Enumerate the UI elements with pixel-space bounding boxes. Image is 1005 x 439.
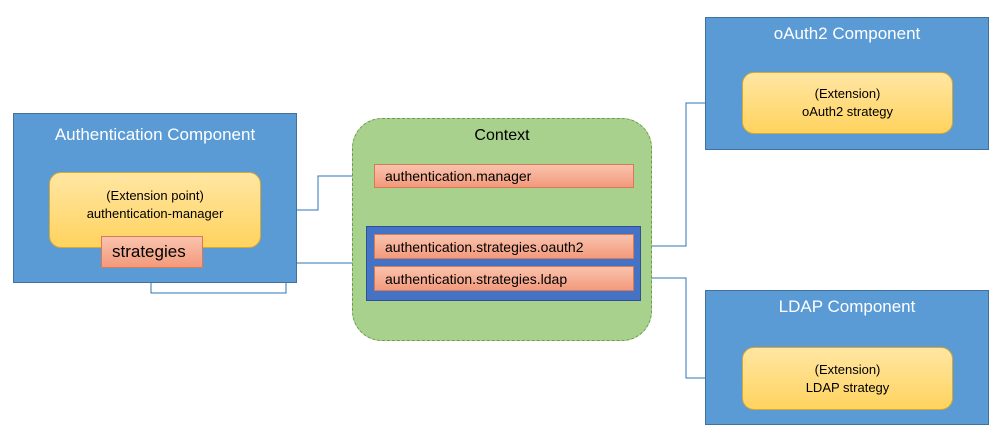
context-title: Context bbox=[474, 127, 530, 144]
authentication-component-title: Authentication Component bbox=[54, 125, 256, 144]
ldap-extension: (Extension) LDAP strategy bbox=[742, 347, 953, 410]
strategies-key: strategies bbox=[101, 236, 203, 268]
ldap-component-title: LDAP Component bbox=[778, 297, 916, 316]
oauth2-component-title: oAuth2 Component bbox=[773, 24, 921, 43]
context-key-strategy-oauth2-label: authentication.strategies.oauth2 bbox=[385, 238, 584, 255]
context-key-manager: authentication.manager bbox=[374, 164, 634, 188]
extension-point-line2: authentication-manager bbox=[86, 206, 224, 221]
context-key-strategy-oauth2: authentication.strategies.oauth2 bbox=[374, 234, 634, 259]
ldap-extension-line2: LDAP strategy bbox=[805, 379, 890, 395]
strategies-label: strategies bbox=[112, 242, 186, 261]
oauth2-extension-line1: (Extension) bbox=[814, 86, 881, 101]
context-key-strategy-ldap: authentication.strategies.ldap bbox=[374, 266, 634, 291]
ldap-extension-line1: (Extension) bbox=[814, 361, 881, 377]
oauth2-extension: (Extension) oAuth2 strategy bbox=[742, 72, 953, 134]
context-key-strategy-ldap-label: authentication.strategies.ldap bbox=[385, 270, 568, 287]
context-key-manager-label: authentication.manager bbox=[385, 168, 532, 184]
extension-point-line1: (Extension point) bbox=[106, 188, 204, 203]
connector-strategies-to-context bbox=[150, 259, 365, 294]
oauth2-extension-line2: oAuth2 strategy bbox=[801, 104, 894, 119]
